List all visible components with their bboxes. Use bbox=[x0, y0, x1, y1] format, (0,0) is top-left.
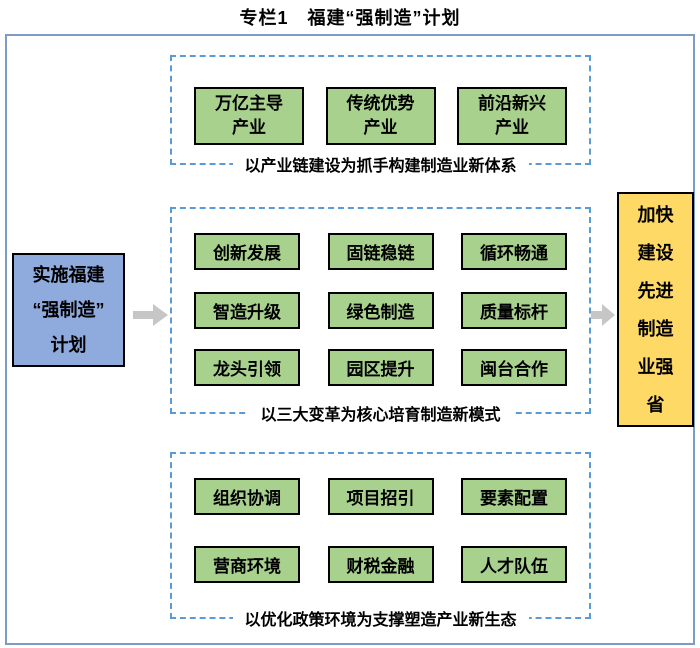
outer-frame: 实施福建 “强制造” 计划 万亿主导 产业 传统优势 产业 前沿新兴 产业 以产… bbox=[5, 34, 695, 645]
node-box: 项目招引 bbox=[327, 478, 434, 515]
node-box: 园区提升 bbox=[327, 349, 434, 386]
node-box: 智造升级 bbox=[194, 292, 300, 329]
node-box: 传统优势 产业 bbox=[325, 87, 436, 145]
arrow-right-icon bbox=[133, 304, 168, 326]
node-row: 组织协调 项目招引 要素配置 bbox=[172, 478, 589, 515]
group-policy-environment: 组织协调 项目招引 要素配置 营商环境 财税金融 人才队伍 以优化政策环境为支撑… bbox=[170, 452, 591, 630]
group-industry-chain: 万亿主导 产业 传统优势 产业 前沿新兴 产业 以产业链建设为抓手构建制造业新体… bbox=[170, 55, 591, 176]
node-box: 固链稳链 bbox=[327, 233, 434, 270]
node-box: 循环畅通 bbox=[461, 233, 567, 270]
node-box: 组织协调 bbox=[194, 478, 300, 515]
section-caption: 以产业链建设为抓手构建制造业新体系 bbox=[232, 152, 529, 176]
group-three-reforms: 创新发展 固链稳链 循环畅通 智造升级 绿色制造 质量标杆 龙头引领 园区提升 … bbox=[170, 207, 591, 425]
node-row: 智造升级 绿色制造 质量标杆 bbox=[172, 292, 589, 329]
node-box: 质量标杆 bbox=[461, 292, 567, 329]
node-box: 营商环境 bbox=[194, 546, 300, 583]
goal-box: 加快 建设 先进 制造 业强 省 bbox=[617, 192, 694, 427]
left-plan-box: 实施福建 “强制造” 计划 bbox=[12, 253, 125, 367]
page-title: 专栏1 福建“强制造”计划 bbox=[239, 8, 461, 28]
node-box: 闽台合作 bbox=[461, 349, 567, 386]
node-box: 创新发展 bbox=[194, 233, 300, 270]
node-box: 绿色制造 bbox=[327, 292, 434, 329]
node-box: 万亿主导 产业 bbox=[194, 87, 304, 145]
node-box: 要素配置 bbox=[461, 478, 567, 515]
node-row: 营商环境 财税金融 人才队伍 bbox=[172, 546, 589, 583]
section-caption: 以三大变革为核心培育制造新模式 bbox=[248, 401, 513, 425]
arrow-right-icon bbox=[591, 304, 615, 326]
node-row: 创新发展 固链稳链 循环畅通 bbox=[172, 233, 589, 270]
node-row: 万亿主导 产业 传统优势 产业 前沿新兴 产业 bbox=[172, 87, 589, 145]
node-box: 财税金融 bbox=[327, 546, 434, 583]
node-box: 人才队伍 bbox=[461, 546, 567, 583]
node-box: 前沿新兴 产业 bbox=[457, 87, 567, 145]
section-caption: 以优化政策环境为支撑塑造产业新生态 bbox=[232, 606, 529, 630]
node-box: 龙头引领 bbox=[194, 349, 300, 386]
node-row: 龙头引领 园区提升 闽台合作 bbox=[172, 349, 589, 386]
